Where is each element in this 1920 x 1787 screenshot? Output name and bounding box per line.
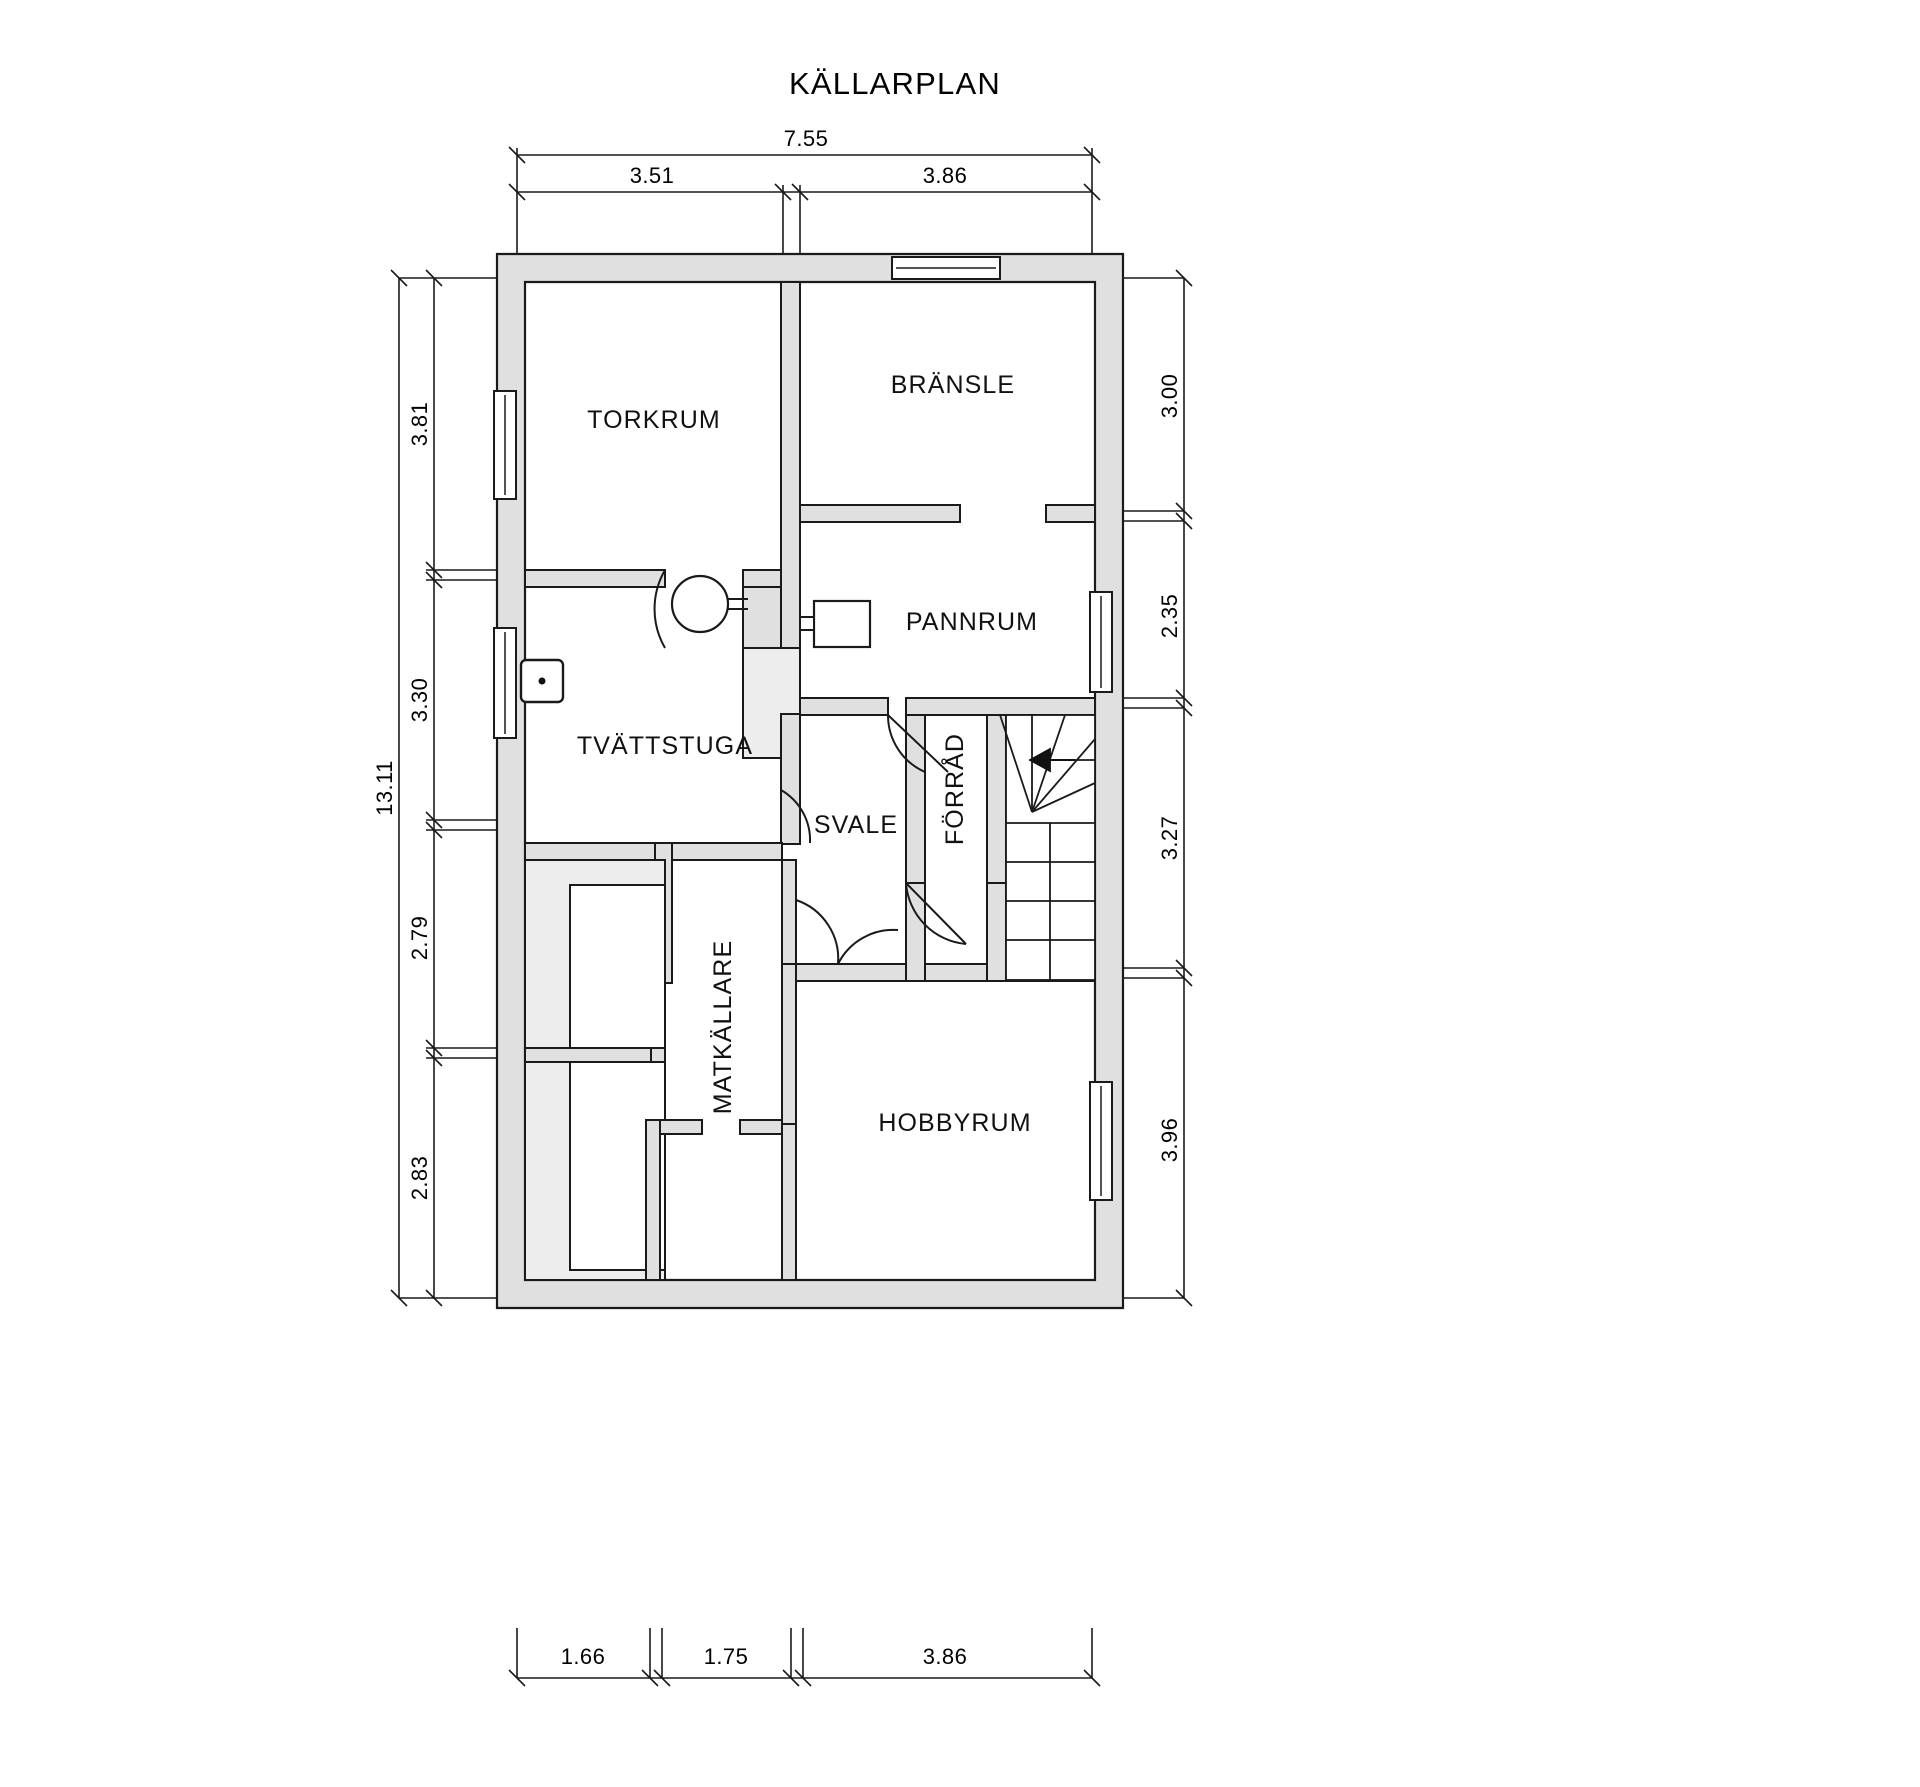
staircase <box>999 714 1096 981</box>
door-swing-pannrum-svale <box>886 714 926 773</box>
dim-right-segment-2: 2.35 <box>1157 594 1182 638</box>
door-swing-torkrum <box>653 569 666 649</box>
dim-top-segment-1: 3.51 <box>630 163 674 188</box>
room-label-bransle: BRÄNSLE <box>891 371 1015 399</box>
wall-bransle-bottom-left <box>799 504 961 523</box>
tick-top-overall-left <box>508 146 526 164</box>
fixture-washbasin-drain <box>538 677 546 685</box>
dim-left-segment-1: 3.81 <box>407 402 432 446</box>
wall-vertical-center-svale <box>780 713 801 845</box>
dim-left-segment-3: 2.79 <box>407 916 432 960</box>
door-swing-svale-matkallare <box>795 899 840 965</box>
dim-right-segment-1: 3.00 <box>1157 374 1182 418</box>
stair-winder-2 <box>1031 738 1096 813</box>
wall-matkallare-lip-1 <box>659 1119 703 1135</box>
tick-top-seg-4 <box>1083 183 1101 201</box>
dim-bottom-segment-3: 3.86 <box>923 1644 967 1669</box>
dim-right-segment-3: 3.27 <box>1157 816 1182 860</box>
room-label-tvattstuga: TVÄTTSTUGA <box>577 732 753 760</box>
fixture-round-sink <box>670 574 730 634</box>
room-label-hobbyrum: HOBBYRUM <box>878 1109 1031 1137</box>
fixture-group <box>519 574 872 704</box>
room-label-forrad: FÖRRÅD <box>939 733 969 845</box>
building-plan: TORKRUM BRÄNSLE PANNRUM TVÄTTSTUGA SVALE… <box>493 252 1125 1310</box>
door-group <box>653 569 967 965</box>
tick-top-seg-1 <box>508 183 526 201</box>
wall-stair-left <box>986 714 1007 884</box>
dimension-group-right <box>1120 269 1193 1307</box>
stair-winder-5 <box>999 714 1033 813</box>
stair-winder-1 <box>1031 782 1096 813</box>
wall-forrad-top <box>905 697 1096 716</box>
fixture-boiler-flue <box>799 616 815 631</box>
room-label-pannrum: PANNRUM <box>906 608 1038 636</box>
wall-tvattstuga-bottom-left <box>524 842 666 861</box>
tick-top-overall-right <box>1083 146 1101 164</box>
wall-torkrum-bottom-left <box>524 569 666 588</box>
tick-top-seg-2 <box>774 183 792 201</box>
room-label-svale: SVALE <box>814 811 898 839</box>
door-leaf-pannrum-svale <box>887 714 949 773</box>
dim-right-segment-4: 3.96 <box>1157 1118 1182 1162</box>
dim-left-overall: 13.11 <box>372 760 397 815</box>
wall-forrad-left-lower <box>905 882 926 982</box>
dim-top-overall: 7.55 <box>784 126 828 151</box>
dim-left-segment-4: 2.83 <box>407 1156 432 1200</box>
wall-matkallare-shelf <box>524 1047 666 1063</box>
wall-bransle-bottom-right <box>1045 504 1096 523</box>
door-swing-hobbyrum <box>837 928 899 965</box>
wall-matkallare-divider-2 <box>781 1119 797 1281</box>
door-leaf-forrad <box>905 882 967 945</box>
tick-top-seg-3 <box>791 183 809 201</box>
dimension-group-bottom <box>508 1628 1101 1687</box>
fixture-boiler <box>812 599 872 649</box>
wall-matkallare-shelf-end <box>650 1047 666 1063</box>
door-swing-forrad <box>905 882 967 945</box>
wall-tvattstuga-bottom-right <box>671 842 783 861</box>
dim-bottom-segment-2: 1.75 <box>704 1644 748 1669</box>
dimension-group-top <box>508 146 1101 258</box>
door-swing-tvattstuga-svale <box>780 789 812 844</box>
dimension-group-left <box>390 269 500 1307</box>
room-label-torkrum: TORKRUM <box>587 406 721 434</box>
wall-matkallare-lip-2 <box>739 1119 783 1135</box>
wall-stair-left-lower <box>986 882 1007 982</box>
wall-hobbyrum-top-left <box>795 963 907 982</box>
window-group <box>493 256 1113 1201</box>
dim-left-segment-2: 3.30 <box>407 678 432 722</box>
wall-torkrum-bottom-right <box>742 569 782 588</box>
wall-matkallare-divider-1 <box>645 1119 661 1281</box>
dim-bottom-segment-1: 1.66 <box>561 1644 605 1669</box>
wall-pannrum-bottom <box>799 697 889 716</box>
wall-matkallare-right-lower <box>781 963 797 1125</box>
dim-top-segment-2: 3.86 <box>923 163 967 188</box>
page-title: KÄLLARPLAN <box>789 66 1001 101</box>
room-label-matkallare: MATKÄLLARE <box>709 940 737 1114</box>
